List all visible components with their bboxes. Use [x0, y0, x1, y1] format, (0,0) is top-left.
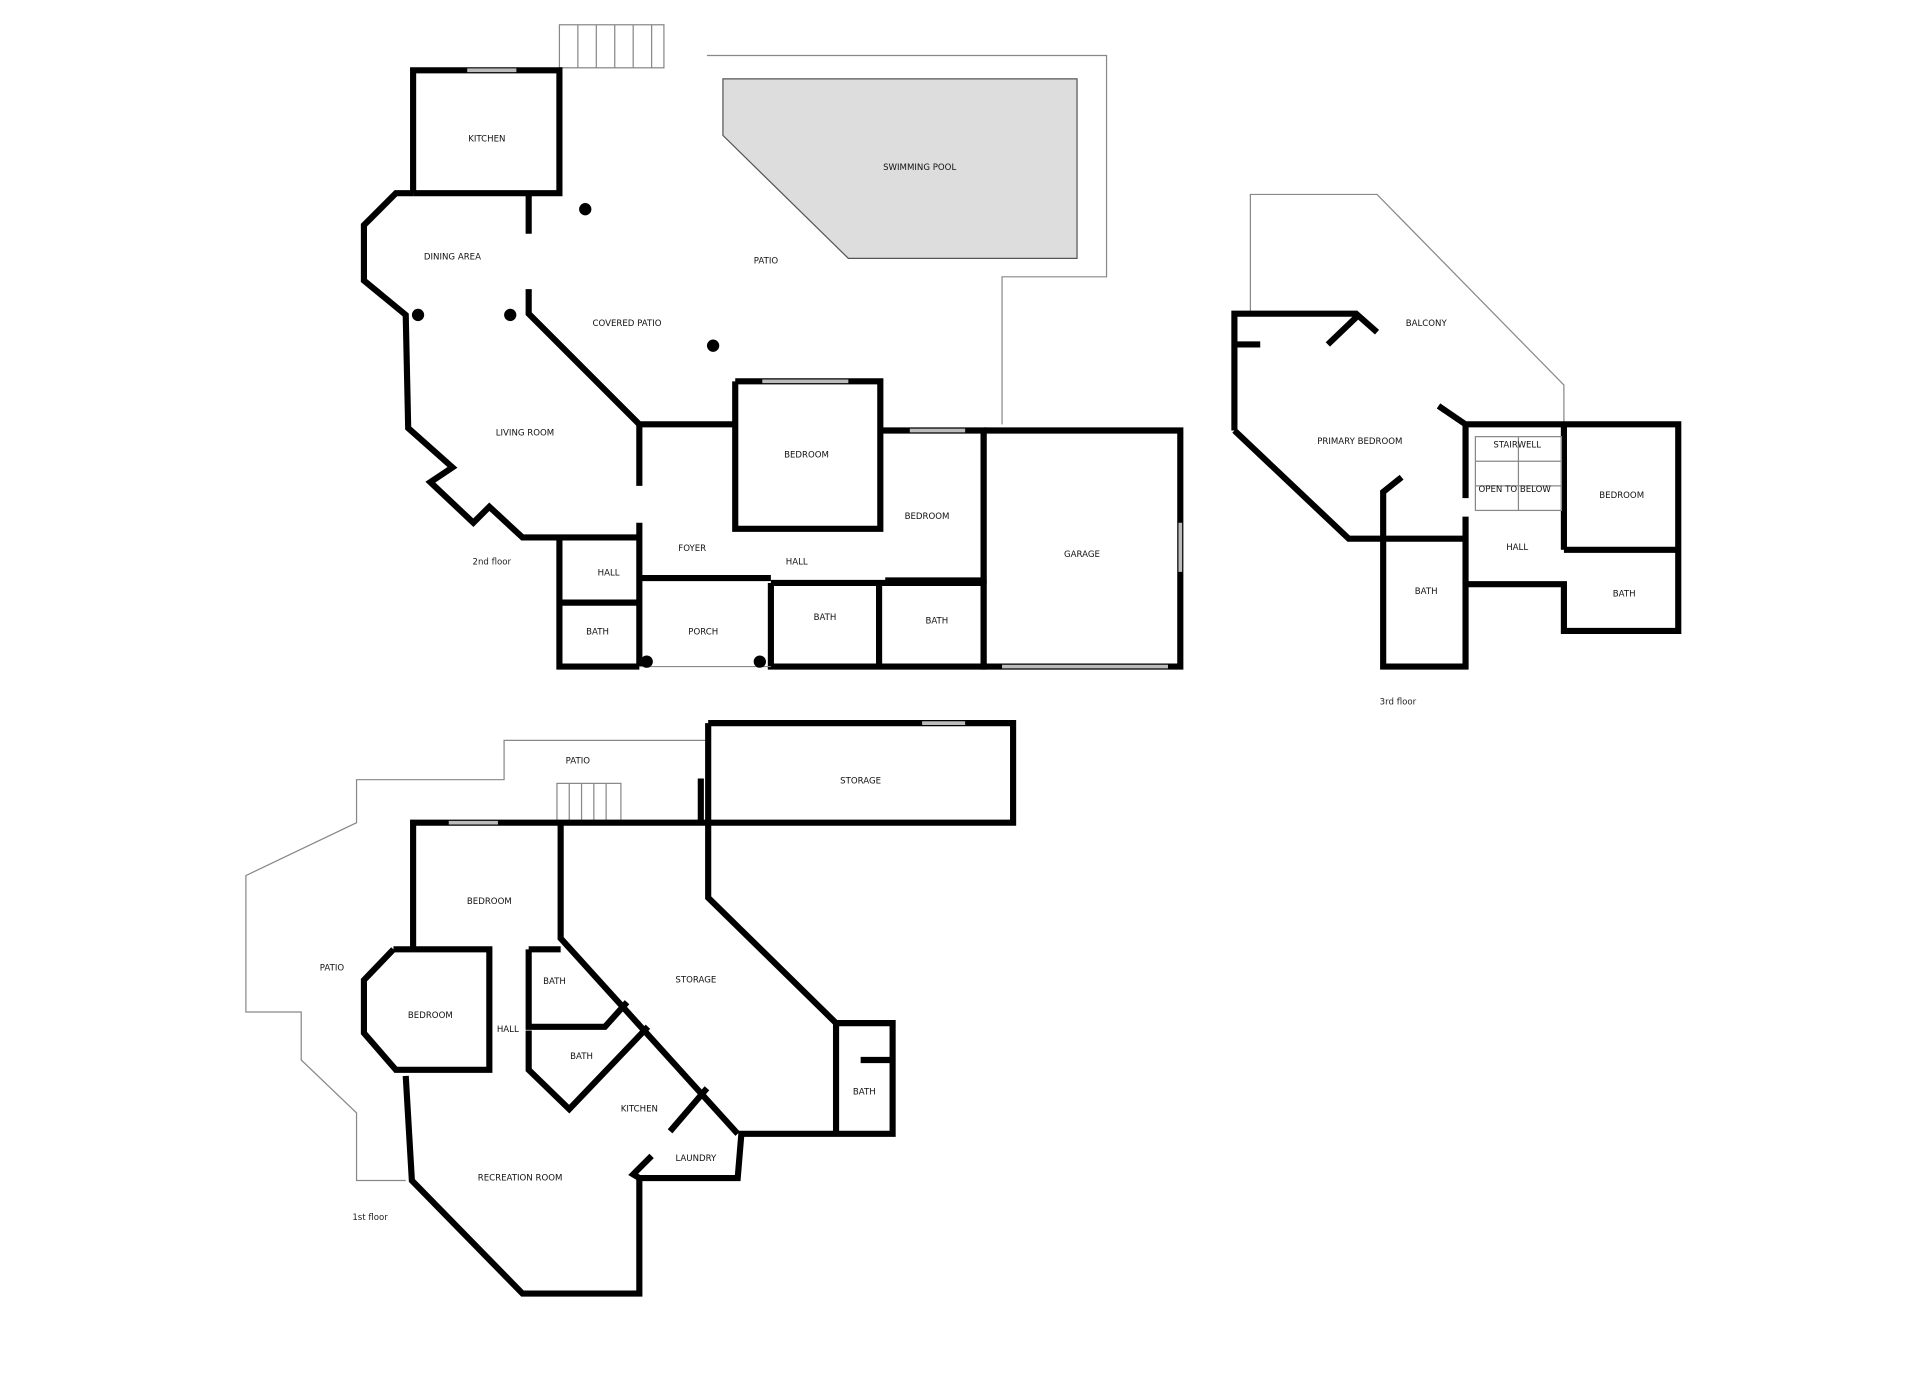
room-hall: HALL [598, 569, 620, 579]
room-hall: HALL [786, 558, 808, 568]
bath-walls [525, 949, 630, 1030]
room-kitchen: KITCHEN [621, 1105, 658, 1115]
stairs [558, 24, 665, 69]
room-patio: PATIO [566, 757, 591, 767]
patio-outline [245, 739, 709, 1182]
room-stairwell: STAIRWELL [1493, 441, 1541, 451]
balcony-outline [1249, 193, 1565, 425]
room-pool: SWIMMING POOL [883, 163, 956, 173]
room-recreation: RECREATION ROOM [478, 1174, 563, 1184]
room-primary-bedroom: PRIMARY BEDROOM [1317, 437, 1402, 447]
room-covered-patio: COVERED PATIO [592, 319, 661, 329]
room-bath: BATH [925, 617, 948, 627]
bedroom-walls [360, 946, 493, 1073]
room-kitchen: KITCHEN [468, 135, 505, 145]
bath-walls [767, 579, 987, 670]
room-storage: STORAGE [840, 776, 881, 786]
room-dining: DINING AREA [424, 253, 481, 263]
kitchen-walls [410, 67, 563, 197]
room-laundry: LAUNDRY [675, 1154, 717, 1164]
room-hall: HALL [1506, 543, 1528, 553]
wall [1231, 310, 1380, 431]
room-bedroom: BEDROOM [784, 451, 829, 461]
swimming-pool [722, 78, 1078, 259]
room-patio: PATIO [320, 963, 345, 973]
room-bath: BATH [1613, 590, 1636, 600]
room-bath: BATH [1415, 587, 1438, 597]
room-balcony: BALCONY [1406, 319, 1448, 329]
room-storage: STORAGE [675, 976, 716, 986]
room-bath: BATH [586, 628, 609, 638]
storage-walls [705, 720, 1017, 826]
room-bedroom: BEDROOM [408, 1011, 453, 1021]
wall [1380, 403, 1682, 670]
room-patio: PATIO [754, 256, 779, 266]
room-bath: BATH [570, 1052, 593, 1062]
floor-label: 3rd floor [1380, 698, 1417, 708]
living-walls [360, 190, 640, 541]
room-bedroom: BEDROOM [905, 512, 950, 522]
bedroom-walls [880, 427, 987, 584]
wall [628, 1153, 654, 1181]
wall [525, 289, 736, 428]
room-living: LIVING ROOM [496, 428, 554, 438]
outer-walls [402, 819, 896, 1297]
room-garage: GARAGE [1064, 550, 1100, 560]
wall [667, 1086, 710, 1134]
wall [1232, 428, 1466, 542]
room-bedroom: BEDROOM [467, 897, 512, 907]
wall [557, 822, 740, 1136]
room-bedroom: BEDROOM [1599, 491, 1644, 501]
floor-2nd: KITCHEN DINING AREA LIVING ROOM COVERED … [360, 24, 1184, 670]
hall-walls [556, 537, 640, 670]
room-hall: HALL [497, 1025, 519, 1035]
room-bath: BATH [853, 1087, 876, 1097]
columns [411, 203, 766, 668]
room-open-to-below: OPEN TO BELOW [1479, 485, 1552, 495]
room-porch: PORCH [688, 628, 718, 638]
floor-3rd: BALCONY PRIMARY BEDROOM STAIRWELL OPEN T… [1231, 193, 1682, 708]
floor-1st: PATIO STORAGE BEDROOM PATIO BEDROOM HALL… [245, 720, 1017, 1297]
garage-walls [980, 427, 1184, 670]
bath-walls [525, 1024, 651, 1114]
stairs [556, 782, 622, 824]
room-bath: BATH [543, 977, 566, 987]
stairwell-stairs [1474, 436, 1563, 512]
floor-label: 1st floor [352, 1213, 388, 1223]
floor-label: 2nd floor [473, 558, 512, 568]
patio-outline [706, 54, 1108, 425]
room-bath: BATH [814, 613, 837, 623]
room-foyer: FOYER [678, 544, 706, 554]
